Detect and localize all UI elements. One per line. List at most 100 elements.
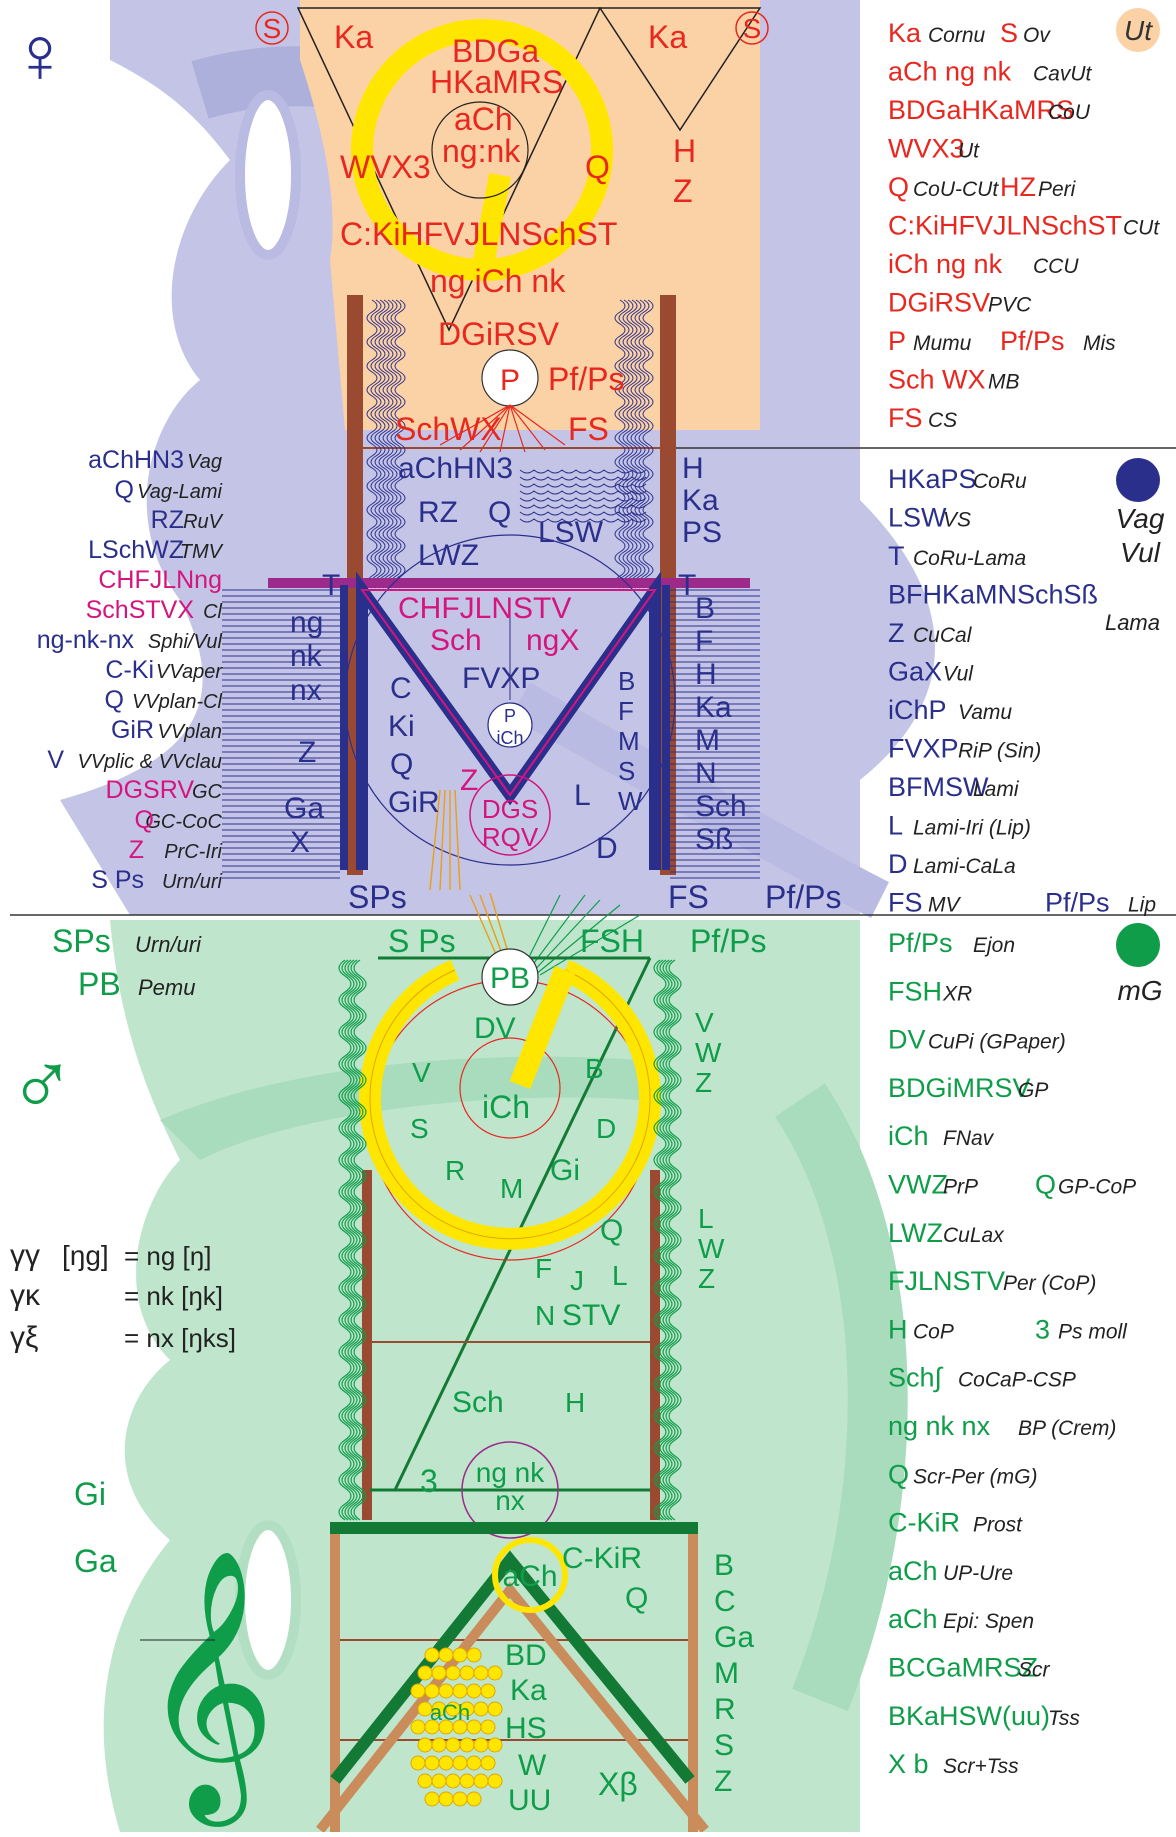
uterus-label: HKaMRS <box>430 64 563 100</box>
penis-label: R <box>445 1155 465 1186</box>
phonetic-equivalent: = nx [ŋks] <box>124 1323 236 1353</box>
legend-gloss: PVC <box>988 294 1032 317</box>
legend-code: Ka <box>888 18 922 48</box>
vulva-label: F <box>618 696 634 726</box>
legend-code: DGSRV <box>106 776 195 804</box>
legend-gloss: Ejon <box>973 934 1015 957</box>
legend-gloss: Ov <box>1023 24 1051 47</box>
legend-gloss: XR <box>942 982 972 1005</box>
green-dot-icon <box>1116 923 1160 967</box>
s-marker-right: S <box>743 13 762 44</box>
legend-gloss: CoCaP-CSP <box>958 1369 1076 1392</box>
legend-gloss: VVaper <box>156 661 223 683</box>
legend-code: S <box>1000 18 1018 48</box>
vagina-label: LWZ <box>418 539 479 572</box>
penis-label: S <box>714 1729 734 1762</box>
vulva-label: FVXP <box>462 662 540 695</box>
legend-code: Q <box>135 806 154 834</box>
vulva-label: RQV <box>482 822 539 852</box>
penis-label: ng nk <box>476 1457 545 1488</box>
penis-label: Xβ <box>598 1766 638 1802</box>
vulva-label: GiR <box>388 786 440 819</box>
penis-label: 3 <box>420 1463 438 1499</box>
penis-label: C-KiR <box>562 1542 642 1575</box>
legend-code: aChHN3 <box>88 446 184 474</box>
legend-gloss: Scr <box>1018 1659 1051 1682</box>
penis-label: FSH <box>580 923 644 959</box>
phonetic-symbol: γκ <box>10 1279 41 1312</box>
penis-label: STV <box>562 1299 620 1332</box>
legend-code: iCh ng nk <box>888 249 1003 279</box>
uterus-label: ng:nk <box>442 133 521 169</box>
legend-code: HKaPS <box>888 464 977 494</box>
legend-code: FVXP <box>888 734 959 764</box>
legend-gloss: RuV <box>183 511 224 533</box>
vulva-label: Q <box>390 748 413 781</box>
legend-code: Sch∫ <box>888 1363 944 1393</box>
legend-gloss: FNav <box>943 1127 995 1150</box>
mg-label: mG <box>1117 975 1162 1006</box>
legend-gloss: Lami-Iri (Lip) <box>913 817 1031 840</box>
treble-clef-icon: 𝄞 <box>140 1552 276 1827</box>
legend-code: SchSTVX <box>86 596 195 624</box>
vagina-label: RZ <box>418 496 458 529</box>
legend-code: C:KiHFVJLNSchST <box>888 211 1122 241</box>
legend-gloss: Vamu <box>958 701 1012 724</box>
legend-code: Z <box>888 618 905 648</box>
penis-label: S <box>410 1113 429 1144</box>
legend-code: BFHKaMNSchSß <box>888 580 1098 610</box>
legend-code: Q <box>1035 1170 1056 1200</box>
legend-gloss: CoP <box>913 1320 954 1343</box>
legend-code: iCh <box>888 1121 929 1151</box>
vulva-label: DGS <box>482 794 538 824</box>
legend-code: CHFJLNng <box>98 566 222 594</box>
legend-code: VWZ <box>888 1170 948 1200</box>
vulva-label: L <box>574 779 591 812</box>
vulva-label: M <box>695 724 720 757</box>
t-marker-left: T <box>322 569 340 602</box>
penis-label: B <box>585 1053 604 1084</box>
uterus-label: Q <box>585 149 610 185</box>
vulva-label: Ki <box>388 710 415 743</box>
penis-label: M <box>500 1173 523 1204</box>
legend-code: Pf/Ps <box>1000 326 1065 356</box>
legend-code: Pf/Ps <box>1045 888 1110 918</box>
penis-label: F <box>535 1253 552 1284</box>
penis-label: H <box>565 1387 585 1418</box>
legend-gloss: GP <box>1018 1079 1048 1102</box>
legend-code: ng nk nx <box>888 1411 991 1441</box>
legend-gloss: CUt <box>1123 217 1160 240</box>
penis-label: iCh <box>482 1089 530 1125</box>
vagina-label: Q <box>488 496 511 529</box>
legend-code: L <box>888 811 903 841</box>
legend-gloss: VVplan-Cl <box>132 691 223 713</box>
legend-gloss: Tss <box>1048 1707 1080 1730</box>
legend-gloss: Peri <box>1038 178 1077 201</box>
legend-code: iChP <box>888 695 947 725</box>
penis-label: L <box>698 1203 714 1234</box>
clitoris-label: ngX <box>526 624 579 657</box>
uterus-label: aCh <box>454 101 513 137</box>
legend-code: Q <box>115 476 134 504</box>
penis-label: C <box>714 1585 736 1618</box>
legend-gloss: CoRu-Lama <box>913 547 1026 570</box>
vulva-label: Pf/Ps <box>765 879 841 915</box>
vulva-label: Z <box>460 764 478 797</box>
legend-code: LWZ <box>888 1218 943 1248</box>
clitoris-label: Sch <box>430 624 482 657</box>
legend-code: RZ <box>151 506 184 534</box>
penis-label: S Ps <box>388 923 456 959</box>
penis-label: D <box>596 1113 616 1144</box>
legend-code: aCh <box>888 1556 938 1586</box>
vul-label: Vul <box>1120 537 1161 568</box>
penis-label: M <box>714 1657 739 1690</box>
legend-code: FS <box>888 888 923 918</box>
penis-label: HS <box>505 1712 547 1745</box>
legend-code: FJLNSTV <box>888 1266 1005 1296</box>
legend-gloss: CS <box>928 409 957 432</box>
vagina-label: PS <box>682 516 722 549</box>
phonetic-symbol: [ŋg] <box>62 1240 109 1271</box>
phonetic-symbol: γγ <box>10 1239 40 1272</box>
legend-gloss: Cl <box>203 601 222 623</box>
legend-code: HZ <box>1000 172 1036 202</box>
